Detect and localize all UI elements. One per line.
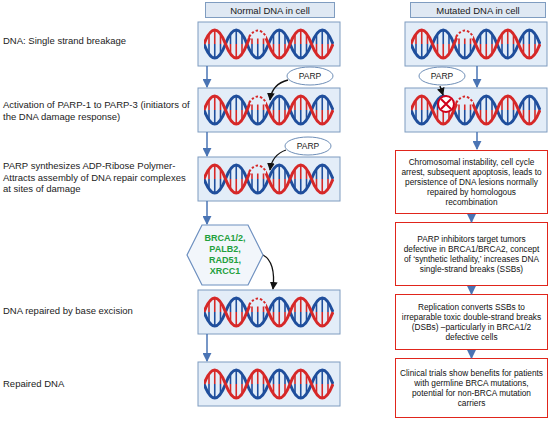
strand-break [249,92,267,105]
flow-arrow [206,66,208,87]
flow-connector [471,214,473,222]
strand-break [456,26,474,39]
dna-panel [405,22,547,66]
step-label: PARP synthesizes ADP-Ribose Polymer-Attr… [3,160,193,195]
node-text: BRCA1/2, PALB2, RAD51, XRCC1 [201,233,249,277]
strand-break [249,26,267,39]
outcome-box: Clinical trials show benefits for patien… [395,358,548,418]
dna-helix [204,92,333,128]
flow-connector [471,286,473,294]
oval-shape [287,67,333,85]
binding-arrow [440,86,443,95]
flow-arrow [476,132,478,149]
binding-arrow [270,80,288,100]
blocked-symbol [438,96,454,112]
dna-panel [405,88,547,132]
node-text: Chromosomal instability, cell cycle arre… [400,157,543,207]
flow-arrow [206,132,208,156]
dna-helix [204,26,333,62]
binding-arrow [263,255,274,289]
node-text: Normal DNA in cell [230,5,310,16]
column-header: Mutated DNA in cell [410,2,546,18]
dna-panel [198,362,340,406]
binding-arrow [270,150,286,170]
dna-panel [198,88,340,132]
dna-helix [411,26,540,62]
dna-panels [198,22,547,406]
dna-helix [204,161,333,197]
oval-shape [419,67,465,85]
flow-arrow [206,201,208,224]
step-label: DNA: Single strand breakage [3,35,193,47]
flow-arrow [476,66,478,87]
dna-panel [198,22,340,66]
outcome-box: Chromosomal instability, cell cycle arre… [395,150,548,214]
step-label: Activation of PARP-1 to PARP-3 (initiato… [3,99,193,122]
node-text: PARP [431,71,454,81]
dna-helix [411,92,540,128]
dna-panel [198,157,340,201]
strand-break [249,161,267,174]
blocked-circle [438,96,454,112]
outcome-box: PARP inhibitors target tumors defective … [395,222,548,286]
dna-helix [204,294,333,330]
node-text: Clinical trials show benefits for patien… [400,368,543,408]
enzyme-oval: PARP [286,66,334,86]
outcome-box: Replication converts SSBs to irreparable… [395,294,548,350]
hexagon-shape [187,225,263,285]
repair-hexagon: BRCA1/2, PALB2, RAD51, XRCC1 [186,224,264,286]
oval-shape [285,137,331,155]
node-text: Mutated DNA in cell [436,5,519,16]
flow-arrow [206,334,208,361]
step-label: Repaired DNA [3,378,193,390]
node-text: PARP [297,141,320,151]
enzyme-oval: PARP [418,66,466,86]
node-text: PARP inhibitors target tumors defective … [400,234,543,274]
blocked-cross [441,99,451,109]
dna-helix [204,366,333,402]
strand-break [456,92,474,105]
node-text: Replication converts SSBs to irreparable… [400,302,543,342]
dna-panel [198,290,340,334]
enzyme-oval: PARP [284,136,332,156]
node-text: PARP [299,71,322,81]
column-header: Normal DNA in cell [205,2,335,18]
flow-connector [471,350,473,358]
strand-break [249,294,267,307]
step-label: DNA repaired by base excision [3,305,193,317]
